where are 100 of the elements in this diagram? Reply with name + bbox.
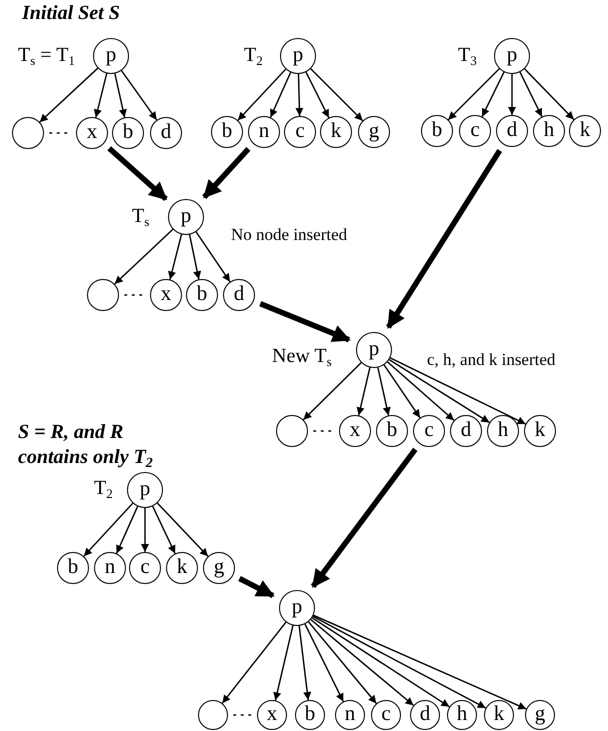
arrow <box>519 72 543 117</box>
tree-node: p <box>93 38 129 74</box>
tree-node: x <box>150 279 182 311</box>
tree-node: x <box>257 700 287 730</box>
thick-arrow <box>107 146 168 202</box>
tree-node: p <box>168 199 204 235</box>
tree-node: d <box>496 115 528 147</box>
arrow <box>156 502 208 557</box>
arrow <box>295 74 304 116</box>
dotted-line <box>124 294 145 296</box>
tree-node: g <box>358 116 390 148</box>
arrow <box>312 617 450 708</box>
tree-node: c <box>284 116 316 148</box>
arrow <box>481 72 505 117</box>
arrow <box>141 508 149 552</box>
tree-node: c <box>371 700 401 730</box>
tree-node: d <box>450 415 482 447</box>
tree-node: c <box>413 415 445 447</box>
arrow <box>508 74 516 115</box>
tree-node: p <box>279 590 315 626</box>
tree-node: b <box>295 700 325 730</box>
tree-node: b <box>376 415 408 447</box>
tree-node: d <box>223 279 255 311</box>
tree-node: b <box>186 279 218 311</box>
arrow <box>384 364 421 418</box>
tree-name: T$_{s}$ <box>132 205 150 227</box>
arrow <box>273 625 294 701</box>
tree-name: T$_{s}$ = T$_{1}$ <box>18 44 75 66</box>
tree-node: c <box>129 552 161 584</box>
tree-node: k <box>320 116 352 148</box>
arrow <box>152 506 176 554</box>
thick-arrow <box>238 576 275 598</box>
tree-name: T$_{2}$ <box>244 44 263 66</box>
tree-name: T$_{2}$ <box>94 477 113 499</box>
thick-arrow <box>386 149 502 329</box>
arrow <box>308 621 377 704</box>
arrow <box>377 367 391 416</box>
tree-node: b <box>211 116 243 148</box>
tree-node: p <box>280 38 316 74</box>
arrow <box>94 73 108 118</box>
arrow <box>304 624 344 702</box>
tree-node: h <box>487 415 519 447</box>
arrow <box>39 68 98 123</box>
tree-node: h <box>447 700 477 730</box>
dotted-line <box>313 430 334 432</box>
tree-node: k <box>484 700 514 730</box>
arrow <box>120 70 158 120</box>
empty-tree-node <box>276 415 308 447</box>
arrow <box>270 72 292 118</box>
thick-arrow <box>202 147 250 199</box>
arrow <box>196 232 231 282</box>
title: Initial Set S <box>22 1 120 26</box>
tree-node: p <box>127 472 163 508</box>
tree-node: b <box>57 552 89 584</box>
tree-name: T$_{3}$ <box>458 44 477 66</box>
tree-node: p <box>494 38 530 74</box>
empty-tree-node <box>198 700 228 730</box>
arrow <box>305 72 330 118</box>
dotted-line <box>233 714 252 716</box>
note-text: No node inserted <box>231 226 348 245</box>
tree-node: b <box>421 115 453 147</box>
tree-node: k <box>524 415 556 447</box>
tree-node: b <box>112 117 144 149</box>
tree-name: New T$_{s}$ <box>272 345 332 367</box>
arrow <box>222 622 286 704</box>
arrow <box>116 506 138 554</box>
tree-node: d <box>150 117 182 149</box>
tree-node: d <box>410 700 440 730</box>
arrow <box>356 367 371 416</box>
arrow <box>83 502 134 557</box>
tree-node: x <box>76 117 108 149</box>
arrow <box>188 234 202 280</box>
arrow <box>298 626 312 700</box>
tree-node: p <box>356 332 392 368</box>
arrow <box>313 614 527 710</box>
arrow <box>390 357 526 425</box>
thick-arrow <box>259 301 351 342</box>
tree-node: x <box>339 415 371 447</box>
tree-node: n <box>94 552 126 584</box>
arrow <box>302 362 362 420</box>
tree-node: g <box>203 552 235 584</box>
empty-tree-node <box>12 117 44 149</box>
arrow <box>310 618 414 706</box>
arrow <box>237 68 286 121</box>
heading-text: S = R, and R contains only T$_{2}$ <box>18 420 154 470</box>
tree-node: n <box>335 700 365 730</box>
arrow <box>310 68 364 122</box>
arrow <box>114 228 174 285</box>
tree-node: c <box>459 115 491 147</box>
arrow <box>448 68 500 120</box>
arrow <box>387 361 454 421</box>
thick-arrow <box>310 448 418 588</box>
arrow <box>388 359 490 424</box>
tree-node: n <box>248 116 280 148</box>
tree-node: k <box>569 115 601 147</box>
tree-node: k <box>166 552 198 584</box>
arrow <box>114 73 127 118</box>
empty-tree-node <box>87 279 119 311</box>
note-text: c, h, and k inserted <box>427 351 556 370</box>
arrow <box>524 68 574 120</box>
